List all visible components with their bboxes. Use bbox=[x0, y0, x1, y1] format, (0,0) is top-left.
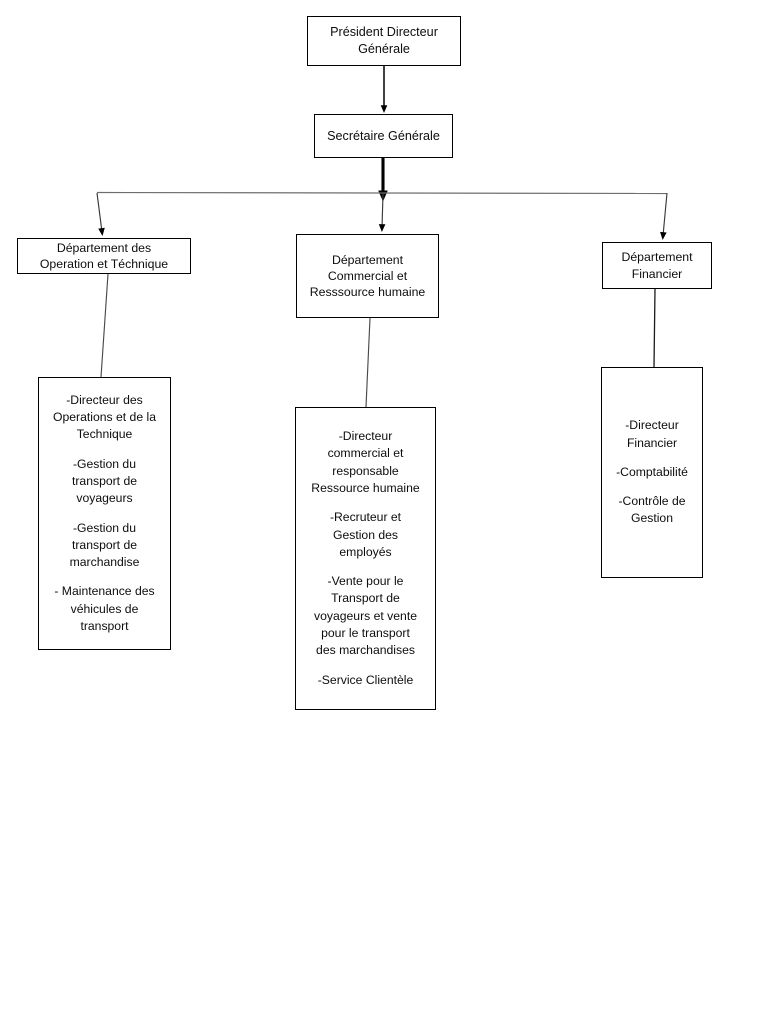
detail-line: transport de bbox=[71, 537, 138, 552]
distribution-bus bbox=[96, 191, 668, 195]
detail-line: commercial et bbox=[327, 446, 404, 461]
detail-group: -Gestion du transport de marchandise bbox=[46, 520, 163, 572]
detail-line: Ressource humaine bbox=[311, 480, 420, 495]
node-line: Département bbox=[621, 250, 693, 265]
detail-line: pour le transport bbox=[321, 626, 410, 641]
connector-dept-operations-to-detail bbox=[100, 273, 109, 378]
detail-line: voyageurs et vente bbox=[314, 608, 417, 623]
detail-line: voyageurs bbox=[76, 491, 133, 506]
detail-group: -Service Clientèle bbox=[303, 672, 428, 689]
connector-bus-to-dept-commercial bbox=[378, 193, 386, 232]
node-line: Générale bbox=[358, 42, 410, 56]
connector-bus-to-dept-operations bbox=[96, 192, 105, 236]
detail-group: - Maintenance des véhicules de transport bbox=[46, 583, 163, 635]
detail-line: Operations et de la bbox=[53, 409, 156, 424]
detail-group: -Gestion du transport de voyageurs bbox=[46, 456, 163, 508]
node-line: Président Directeur bbox=[330, 25, 438, 40]
detail-line: transport bbox=[80, 619, 129, 634]
detail-group: -Directeur des Operations et de la Techn… bbox=[46, 392, 163, 444]
detail-line: responsable bbox=[332, 463, 399, 478]
node-line: Operation et Téchnique bbox=[39, 257, 169, 271]
detail-line: -Vente pour le bbox=[327, 574, 404, 589]
detail-line: Gestion bbox=[630, 511, 673, 526]
connector-dept-commercial-to-detail bbox=[365, 317, 371, 408]
detail-line: Technique bbox=[76, 427, 133, 442]
node-line: Commercial et bbox=[327, 268, 408, 283]
detail-group: -Comptabilité bbox=[609, 464, 695, 481]
detail-line: -Gestion du bbox=[72, 456, 136, 471]
detail-line: -Directeur bbox=[338, 428, 393, 443]
node-detail-commercial-ressource-humaine[interactable]: -Directeur commercial et responsable Res… bbox=[295, 407, 436, 710]
detail-line: -Contrôle de bbox=[618, 494, 686, 509]
detail-line: - Maintenance des bbox=[54, 584, 155, 599]
detail-line: transport de bbox=[71, 473, 138, 488]
node-line: Département bbox=[331, 252, 404, 267]
detail-line: des marchandises bbox=[316, 643, 415, 658]
detail-line: -Recruteur et bbox=[329, 510, 402, 525]
node-president-directeur-generale[interactable]: Président Directeur Générale bbox=[307, 16, 461, 66]
connector-dept-financier-to-detail bbox=[653, 288, 656, 368]
node-line: Resssource humaine bbox=[309, 285, 426, 300]
detail-line: Financier bbox=[626, 435, 678, 450]
detail-line: employés bbox=[339, 544, 392, 559]
node-detail-financier[interactable]: -Directeur Financier -Comptabilité -Cont… bbox=[601, 367, 703, 578]
detail-group: -Recruteur et Gestion des employés bbox=[303, 509, 428, 561]
node-line: Financier bbox=[631, 266, 683, 281]
node-secretaire-generale[interactable]: Secrétaire Générale bbox=[314, 114, 453, 158]
node-detail-operations-technique[interactable]: -Directeur des Operations et de la Techn… bbox=[38, 377, 171, 650]
node-departement-financier[interactable]: Département Financier bbox=[602, 242, 712, 289]
node-departement-operation-technique[interactable]: Département des Operation et Téchnique bbox=[17, 238, 191, 274]
detail-group: -Directeur commercial et responsable Res… bbox=[303, 428, 428, 497]
node-line: Secrétaire Générale bbox=[327, 128, 440, 143]
detail-line: -Directeur des bbox=[66, 392, 143, 407]
detail-group: -Vente pour le Transport de voyageurs et… bbox=[303, 573, 428, 660]
detail-line: -Gestion du bbox=[72, 520, 136, 535]
detail-line: marchandise bbox=[69, 555, 140, 570]
detail-line: -Directeur bbox=[625, 418, 679, 433]
detail-group: -Directeur Financier bbox=[609, 417, 695, 452]
connector-bus-to-dept-financier bbox=[660, 192, 668, 240]
detail-line: -Service Clientèle bbox=[317, 672, 414, 687]
detail-line: -Comptabilité bbox=[616, 464, 688, 479]
detail-line: véhicules de bbox=[70, 601, 139, 616]
detail-line: Gestion des bbox=[332, 527, 399, 542]
node-line: Département des bbox=[56, 240, 152, 255]
node-departement-commercial-ressource-humaine[interactable]: Département Commercial et Resssource hum… bbox=[296, 234, 439, 318]
detail-line: Transport de bbox=[331, 591, 400, 606]
detail-group: -Contrôle de Gestion bbox=[609, 493, 695, 528]
